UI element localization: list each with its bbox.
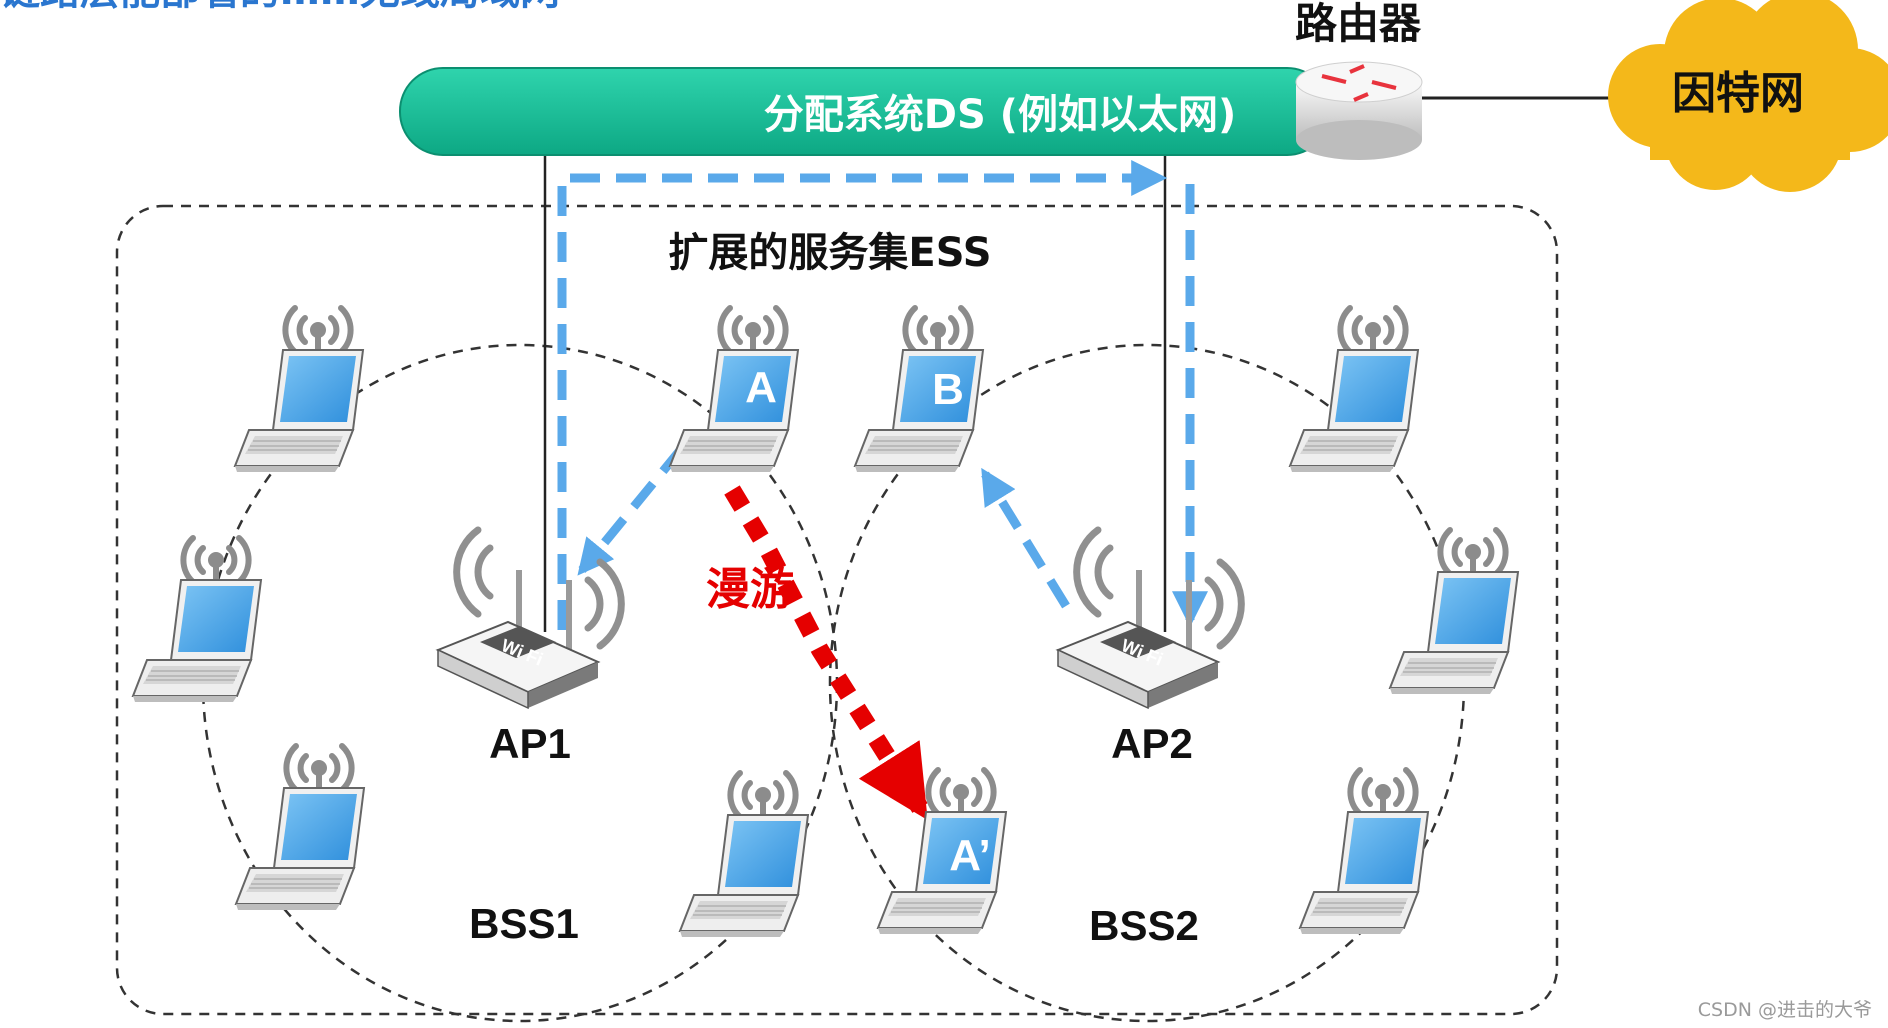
- watermark: CSDN @进击的大爷: [1697, 999, 1872, 1021]
- station-a-prime-label: A’: [949, 831, 991, 880]
- ap2-icon: [1058, 530, 1241, 708]
- ess-boundary: [115, 204, 1559, 1016]
- laptop-icon: [1390, 530, 1518, 694]
- bss1-label: BSS1: [469, 900, 579, 947]
- internet-cloud-icon: [1608, 0, 1888, 192]
- roaming-arrow: [724, 485, 928, 821]
- laptop-icon: [236, 746, 364, 910]
- router-label: 路由器: [1295, 0, 1422, 48]
- laptop-icon: [1290, 308, 1418, 472]
- laptop-a-icon: [670, 308, 798, 472]
- laptop-icon: [1300, 770, 1428, 934]
- roaming-label: 漫游: [706, 564, 794, 615]
- laptop-icon: [235, 308, 363, 472]
- ds-label: 分配系统DS (例如以太网): [764, 92, 1237, 138]
- bss2-label: BSS2: [1089, 902, 1199, 949]
- internet-label: 因特网: [1672, 68, 1804, 119]
- ap2-label: AP2: [1111, 720, 1193, 767]
- station-b-label: B: [932, 365, 964, 414]
- a-to-ap1-arrow: [577, 445, 686, 576]
- station-a-label: A: [745, 363, 777, 412]
- router-icon: [1295, 61, 1423, 160]
- laptop-icon: [133, 538, 261, 702]
- ap2-to-b-arrow: [981, 467, 1070, 609]
- ds-forward-path: [557, 160, 1208, 630]
- top-cut-title: 链路层能部署的……无线局域网: [0, 0, 560, 14]
- laptop-icon: [680, 773, 808, 937]
- ess-label: 扩展的服务集ESS: [668, 230, 991, 276]
- ap1-label: AP1: [489, 720, 571, 767]
